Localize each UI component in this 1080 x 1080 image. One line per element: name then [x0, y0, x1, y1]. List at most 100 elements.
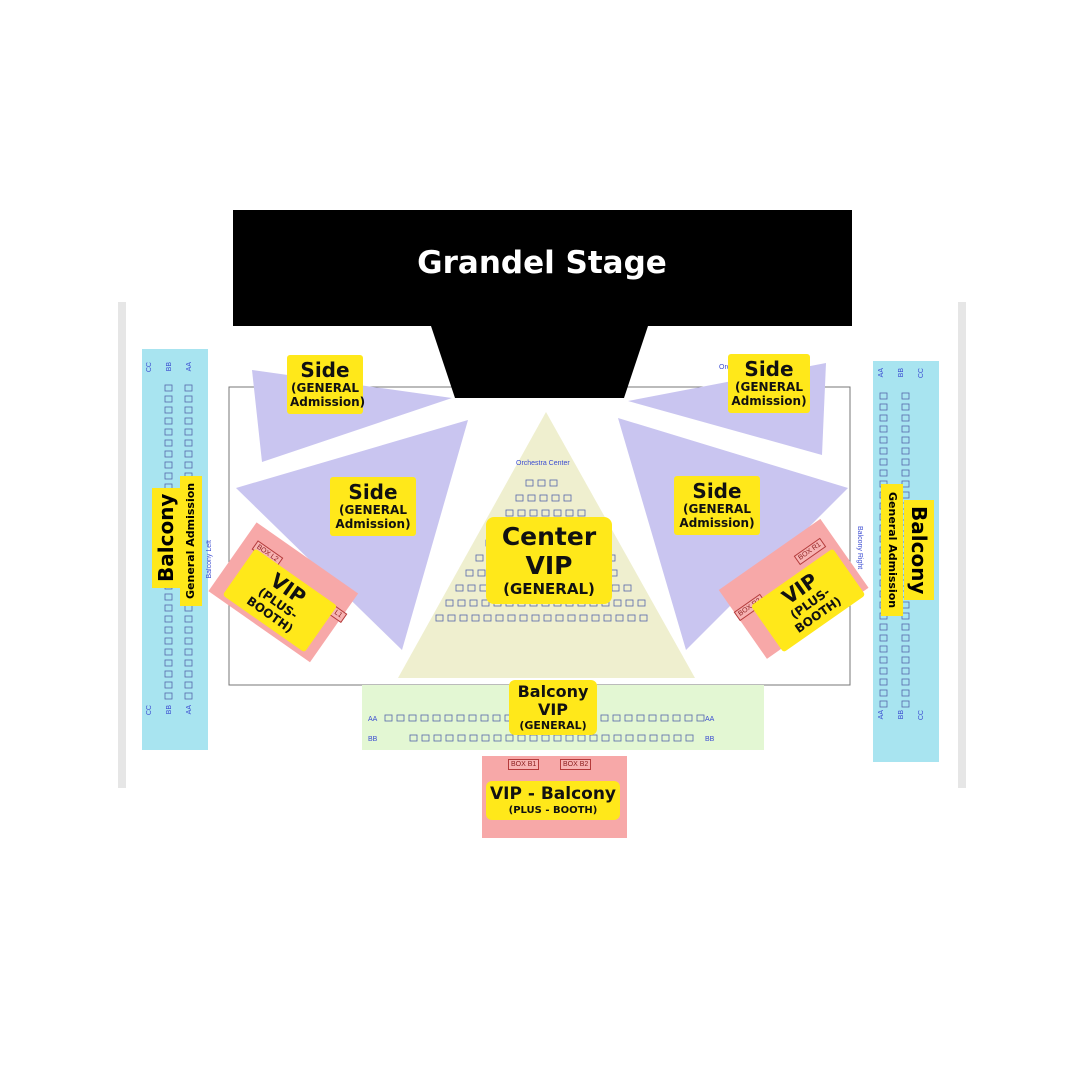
seat: [636, 714, 645, 722]
seat: [879, 623, 888, 631]
seat: [901, 645, 910, 653]
seat: [184, 417, 193, 425]
label-side-top-right-sub1: (GENERAL: [735, 380, 803, 394]
seat: [164, 648, 173, 656]
row-aa-right-bottom: AA: [878, 710, 885, 720]
seat: [515, 494, 524, 502]
seat: [579, 614, 588, 622]
seat: [879, 689, 888, 697]
seat: [529, 509, 538, 517]
seat: [184, 659, 193, 667]
seat: [432, 714, 441, 722]
label-balcony-right-title: Balcony: [904, 500, 934, 600]
label-center: Center VIP (GENERAL): [486, 517, 612, 604]
seat: [420, 714, 429, 722]
stage-shape: [233, 210, 852, 398]
seat: [469, 734, 478, 742]
seat: [184, 637, 193, 645]
seat: [483, 614, 492, 622]
seat: [879, 700, 888, 708]
seat: [625, 734, 634, 742]
seat: [901, 458, 910, 466]
seat: [525, 479, 534, 487]
seat: [661, 734, 670, 742]
row-cc-left-top: CC: [146, 362, 153, 373]
seat: [184, 648, 193, 656]
seat: [613, 599, 622, 607]
label-side-mid-left: Side (GENERAL Admission): [330, 477, 416, 536]
label-side-top-right-title: Side: [744, 357, 794, 381]
seat: [447, 614, 456, 622]
label-balcony-left-sub: General Admission: [180, 476, 202, 606]
label-balcony-vip-line1: Balcony: [517, 682, 589, 701]
seat: [539, 494, 548, 502]
seat: [672, 714, 681, 722]
seat: [457, 599, 466, 607]
seat: [589, 734, 598, 742]
seat: [600, 714, 609, 722]
seat: [396, 714, 405, 722]
seat: [184, 384, 193, 392]
seat: [184, 681, 193, 689]
orchestra-caption: Orch: [719, 364, 735, 371]
seat: [879, 403, 888, 411]
seat: [879, 656, 888, 664]
seat: [184, 461, 193, 469]
seat: [164, 406, 173, 414]
seat: [531, 614, 540, 622]
seat: [421, 734, 430, 742]
label-balcony-left-title: Balcony: [152, 488, 180, 588]
seat: [901, 656, 910, 664]
seat: [553, 509, 562, 517]
seat: [543, 614, 552, 622]
seat: [492, 714, 501, 722]
seat: [901, 403, 910, 411]
seat: [184, 439, 193, 447]
label-side-top-left: Side (GENERAL Admission): [287, 355, 366, 414]
seat: [901, 634, 910, 642]
seat: [648, 714, 657, 722]
row-cc-right-top: CC: [918, 368, 925, 379]
seat: [879, 414, 888, 422]
seat: [465, 569, 474, 577]
seat: [555, 614, 564, 622]
box-b1-tag[interactable]: BOX B1: [508, 759, 540, 770]
label-side-mid-left-sub2: Admission): [335, 516, 411, 531]
row-aa-balcony-left: AA: [368, 716, 378, 723]
row-bb-left-bottom: BB: [166, 705, 173, 715]
seat: [184, 428, 193, 436]
label-side-mid-right-sub2: Admission): [679, 515, 755, 530]
seat: [164, 593, 173, 601]
seat: [901, 436, 910, 444]
label-vip-balcony-title: VIP - Balcony: [489, 784, 617, 804]
seat: [901, 469, 910, 477]
left-edge-bar: [118, 302, 126, 788]
label-side-mid-right: Side (GENERAL Admission): [674, 476, 760, 535]
seat: [879, 634, 888, 642]
seat: [879, 458, 888, 466]
seat: [901, 623, 910, 631]
label-side-mid-right-title: Side: [692, 479, 742, 503]
seat: [467, 584, 476, 592]
seat: [879, 469, 888, 477]
seat: [164, 692, 173, 700]
seat: [164, 637, 173, 645]
seat: [164, 604, 173, 612]
seat: [164, 395, 173, 403]
seat: [685, 734, 694, 742]
row-bb-right-bottom: BB: [898, 710, 905, 720]
label-center-line1: Center: [501, 522, 597, 551]
seat: [435, 614, 444, 622]
label-center-line2: VIP: [525, 550, 573, 580]
seat: [433, 734, 442, 742]
row-cc-right-bottom: CC: [918, 710, 925, 721]
seat: [164, 615, 173, 623]
label-balcony-vip-line2: VIP: [537, 700, 569, 720]
label-side-top-left-sub2: Admission): [290, 394, 366, 409]
seat: [527, 494, 536, 502]
seat: [164, 428, 173, 436]
stage-title: Grandel Stage: [417, 245, 667, 281]
seat: [164, 439, 173, 447]
box-b2-tag[interactable]: BOX B2: [560, 759, 592, 770]
row-cc-left-bottom: CC: [146, 705, 153, 716]
